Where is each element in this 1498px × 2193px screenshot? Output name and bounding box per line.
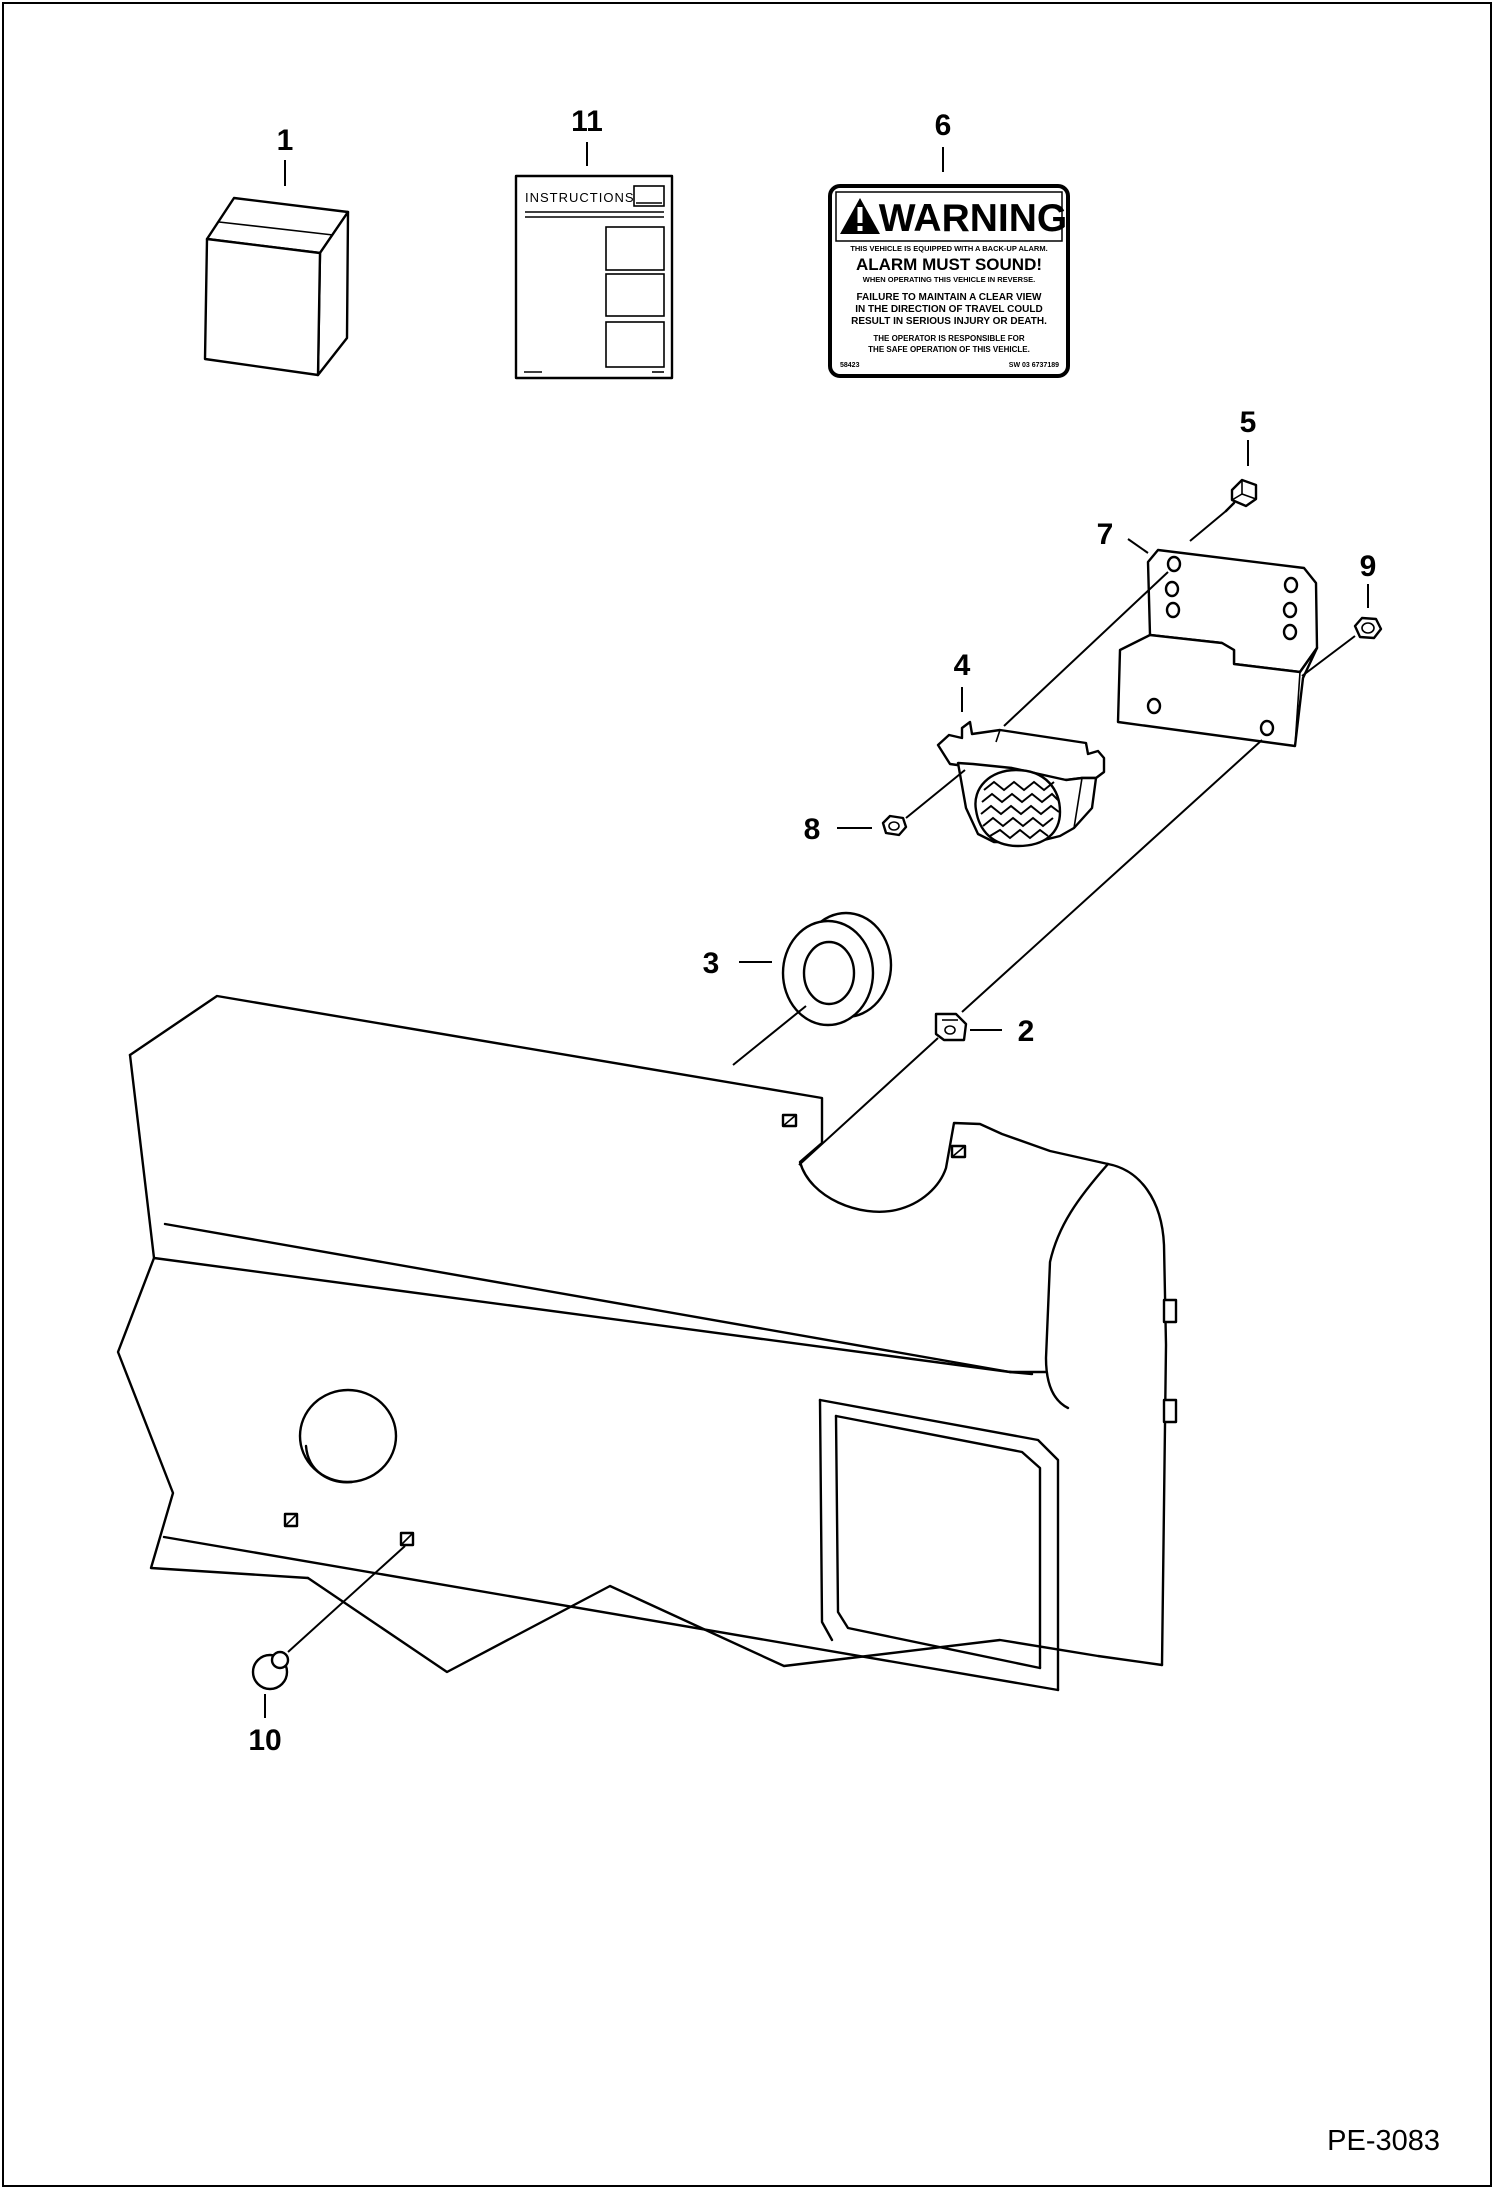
decal-header: WARNING [879,197,1068,240]
decal-line-7: THE OPERATOR IS RESPONSIBLE FOR [873,334,1025,343]
part-3-grommet [781,911,893,1027]
decal-line-6: RESULT IN SERIOUS INJURY OR DEATH. [851,316,1047,327]
part-9-nut [1353,616,1383,640]
mounting-hole [399,1531,415,1547]
decal-line-1: THIS VEHICLE IS EQUIPPED WITH A BACK-UP … [850,244,1047,253]
part-4-backup-alarm [936,720,1106,848]
callout-8: 8 [804,813,821,846]
decal-line-3: WHEN OPERATING THIS VEHICLE IN REVERSE. [863,275,1035,284]
assembly-line-5 [1189,510,1227,542]
decal-code: SW 03 6737189 [1009,362,1059,369]
part-7-bracket [1116,548,1319,748]
callout-1: 1 [277,124,294,157]
assembly-line-4-to-bracket [1003,571,1169,727]
callout-2: 2 [1018,1015,1035,1048]
mounting-hole [283,1512,299,1528]
part-2-clip-nut [934,1012,968,1042]
part-10-plug [251,1650,290,1691]
callout-7: 7 [1097,518,1114,551]
part-6-warning-decal: WARNING THIS VEHICLE IS EQUIPPED WITH A … [828,184,1070,378]
assembly-line-10 [287,1545,406,1653]
callout-9: 9 [1360,550,1377,583]
callout-3: 3 [703,947,720,980]
assembly-line-2-upper [961,739,1263,1013]
part-5-bolt [1224,478,1258,513]
callout-11: 11 [571,105,603,138]
assembly-line-8 [905,769,966,819]
part-11-instructions-manual: INSTRUCTIONS [514,174,674,380]
decal-line-2: ALARM MUST SOUND! [856,255,1042,274]
callout-4: 4 [954,649,971,682]
warning-triangle-icon [840,198,880,234]
decal-part-number: 58423 [840,362,860,369]
figure-code: PE-3083 [1327,2125,1440,2157]
manual-title: INSTRUCTIONS [525,190,635,205]
callout-6: 6 [935,109,952,142]
part-1-box [203,196,350,377]
mounting-hole [781,1113,798,1128]
callout-5: 5 [1240,406,1257,439]
machine-rear-body [116,994,1178,1692]
leader-7 [1127,538,1149,554]
assembly-line-9 [1301,635,1356,677]
mounting-hole [950,1144,967,1159]
decal-line-8: THE SAFE OPERATION OF THIS VEHICLE. [868,345,1030,354]
part-8-nut [881,814,908,837]
decal-line-5: IN THE DIRECTION OF TRAVEL COULD [855,304,1042,315]
assembly-line-3 [732,1005,807,1066]
decal-line-4: FAILURE TO MAINTAIN A CLEAR VIEW [857,292,1043,303]
callout-10: 10 [248,1724,281,1757]
